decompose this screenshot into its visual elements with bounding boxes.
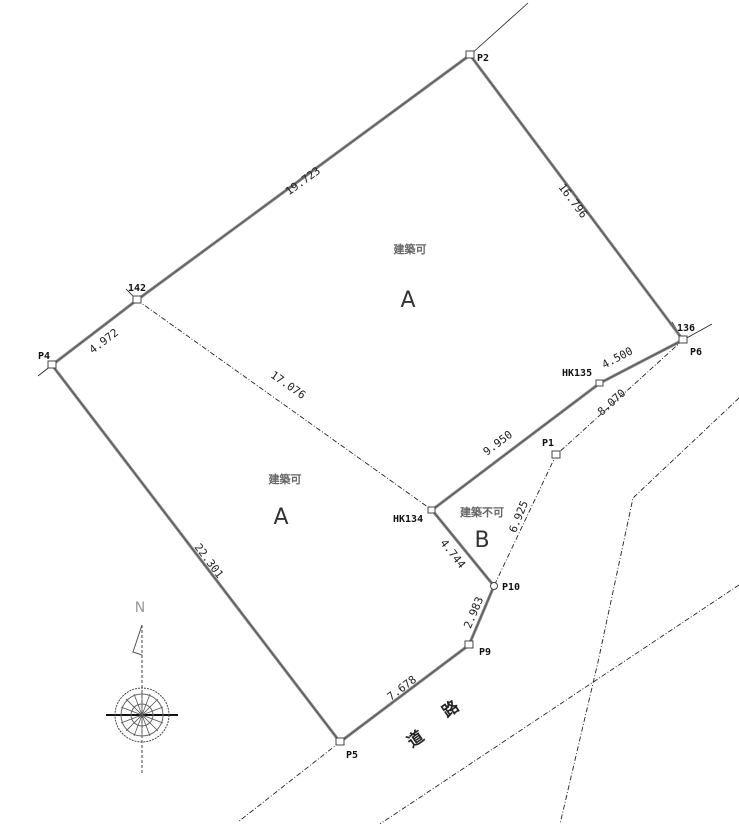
length-hk134-hk135: 9.950: [481, 428, 515, 458]
point-label-p10: P10: [502, 582, 520, 593]
road-edges: [237, 397, 739, 824]
point-label-hk134: HK134: [393, 514, 423, 525]
extension-lines: [37, 2, 713, 377]
marker-hk135: [595, 379, 604, 387]
area-triangle-status: 建築不可: [460, 505, 504, 519]
road-char-1: 道: [403, 727, 427, 752]
point-label-p9: P9: [479, 647, 491, 658]
marker-p1: [551, 450, 561, 459]
marker-p9: [464, 640, 474, 649]
boundary-lines: [50, 52, 685, 745]
point-label-p5: P5: [346, 750, 358, 761]
marker-hk134: [427, 506, 436, 514]
area-triangle-letter: B: [474, 528, 489, 553]
length-142-p4: 4.972: [87, 326, 121, 356]
marker-142: [132, 295, 142, 304]
area-labels: 建築可 A 建築可 A 建築不可 B: [269, 242, 505, 553]
length-p10-hk134: 4.744: [437, 537, 468, 571]
length-p4-p5: 22.301: [192, 541, 226, 581]
length-142-hk134: 17.076: [268, 368, 308, 401]
length-p6-p1: 8.070: [595, 386, 628, 418]
length-142-p2: 19.723: [283, 164, 323, 198]
area-north-letter: A: [400, 288, 415, 313]
point-label-142: 142: [128, 283, 146, 294]
marker-p5: [335, 737, 345, 746]
length-p1-p10: 6.925: [507, 499, 531, 535]
point-label-136: 136: [677, 323, 695, 334]
point-label-p2: P2: [477, 53, 489, 64]
marker-p10: [490, 582, 498, 590]
length-p2-p6: 16.796: [556, 181, 590, 221]
area-south-letter: A: [273, 505, 288, 530]
road-label: 道 路: [403, 696, 463, 751]
point-label-p4: P4: [38, 351, 50, 362]
point-label-hk135: HK135: [562, 368, 592, 379]
area-north-status: 建築可: [394, 242, 427, 256]
road-char-2: 路: [438, 696, 463, 721]
marker-p4: [47, 360, 57, 369]
length-labels: 19.723 16.796 4.972 22.301 7.678 2.983 4…: [87, 164, 635, 703]
point-labels: P2 136 P6 HK135 P1 HK134 P10 P9 P5 P4 14…: [38, 53, 702, 761]
point-label-p6: P6: [690, 347, 702, 358]
area-south-status: 建築可: [269, 472, 302, 486]
north-compass-icon: N: [106, 600, 178, 775]
marker-p6: [678, 335, 688, 344]
compass-north-label: N: [135, 600, 145, 616]
survey-markers: [47, 50, 688, 746]
point-label-p1: P1: [542, 438, 554, 449]
marker-p2: [465, 50, 475, 59]
